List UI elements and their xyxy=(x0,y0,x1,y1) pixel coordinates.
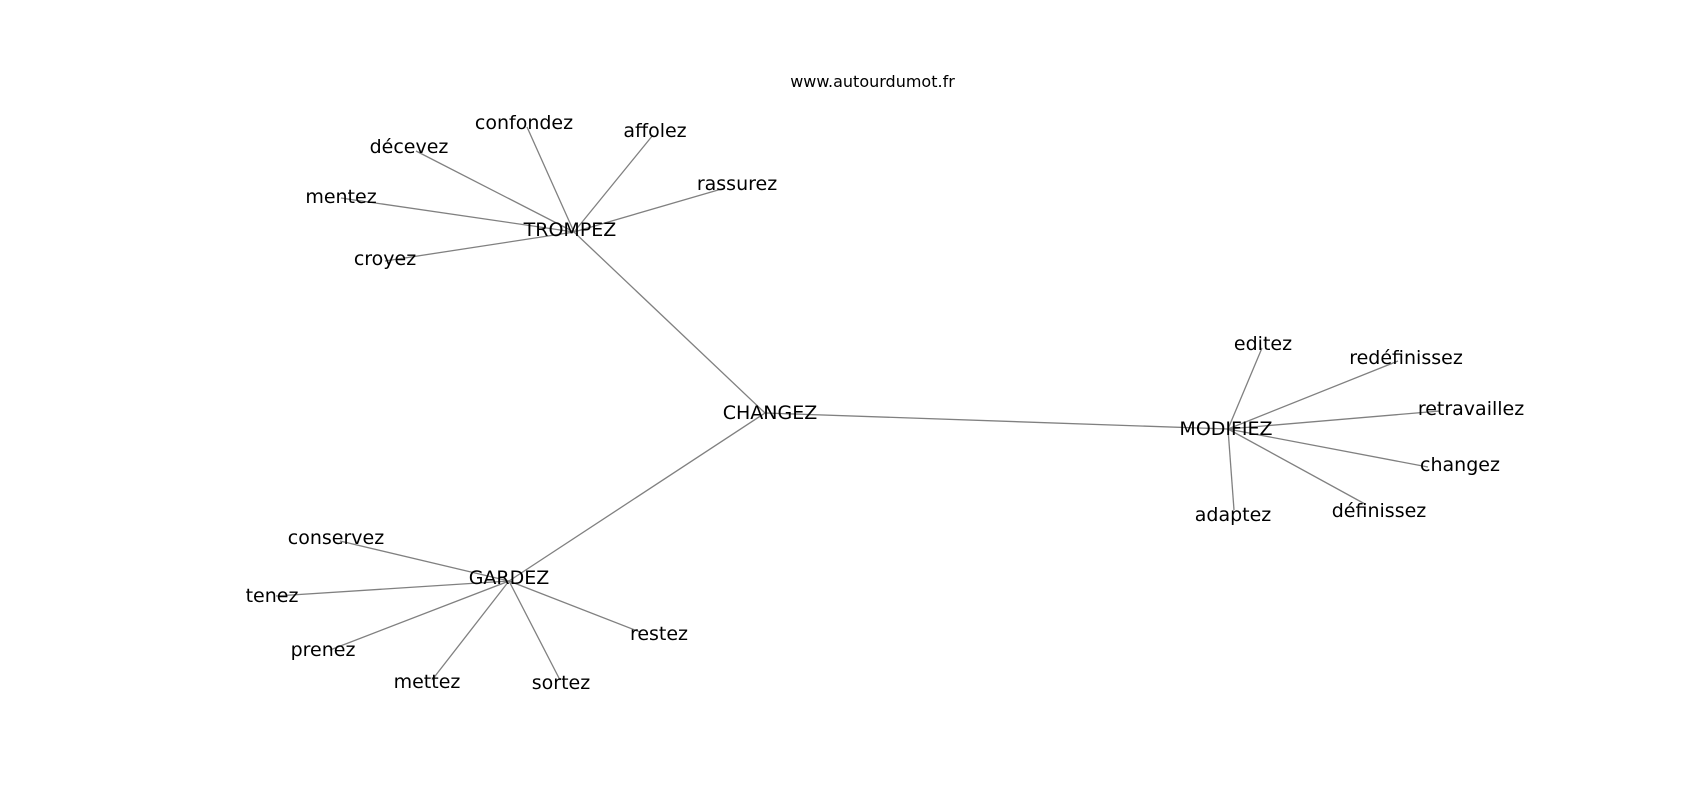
node-leaf-rassurez: rassurez xyxy=(697,173,777,195)
edge-gardez-tenez xyxy=(275,580,510,597)
node-leaf-editez: editez xyxy=(1234,333,1292,355)
node-hub-modifiez: MODIFIEZ xyxy=(1179,418,1272,440)
edge-trompez-decevez xyxy=(415,150,575,233)
edge-trompez-confondez xyxy=(526,126,575,233)
node-leaf-retravaillez: retravaillez xyxy=(1418,398,1524,420)
edge-trompez-mentez xyxy=(340,197,575,233)
edge-changez-gardez xyxy=(508,412,766,582)
node-hub-gardez: GARDEZ xyxy=(469,567,550,589)
node-leaf-affolez: affolez xyxy=(623,120,686,142)
node-leaf-croyez: croyez xyxy=(354,248,416,270)
labels-layer: CHANGEZ TROMPEZ confondez affolez décevez ras… xyxy=(246,112,1525,694)
edge-gardez-conservez xyxy=(339,540,510,582)
node-hub-trompez: TROMPEZ xyxy=(523,219,617,241)
node-leaf-sortez: sortez xyxy=(532,672,590,694)
edge-gardez-sortez xyxy=(508,580,561,681)
edge-changez-trompez xyxy=(573,231,766,414)
node-leaf-adaptez: adaptez xyxy=(1195,504,1272,526)
edge-modifiez-changez xyxy=(1227,428,1429,468)
node-leaf-changez: changez xyxy=(1420,454,1500,476)
edge-changez-modifiez xyxy=(764,412,1229,430)
node-leaf-confondez: confondez xyxy=(475,112,573,134)
edge-gardez-restez xyxy=(508,580,641,633)
edge-modifiez-adaptez xyxy=(1227,428,1235,511)
edge-trompez-croyez xyxy=(384,231,575,262)
edge-gardez-prenez xyxy=(329,580,510,651)
edge-modifiez-editez xyxy=(1227,347,1263,430)
node-leaf-restez: restez xyxy=(630,623,688,645)
watermark: www.autourdumot.fr xyxy=(790,72,955,91)
edge-modifiez-retravaillez xyxy=(1227,410,1441,430)
node-leaf-prenez: prenez xyxy=(291,639,356,661)
node-leaf-tenez: tenez xyxy=(246,585,299,607)
edge-trompez-rassurez xyxy=(573,187,726,233)
edge-gardez-mettez xyxy=(431,580,510,681)
edges-layer xyxy=(275,126,1441,681)
node-leaf-mentez: mentez xyxy=(305,186,376,208)
node-leaf-conservez: conservez xyxy=(288,527,384,549)
edge-modifiez-definissez xyxy=(1227,428,1366,505)
edge-trompez-affolez xyxy=(573,134,654,233)
node-leaf-redefinissez: redéfinissez xyxy=(1349,347,1463,369)
node-leaf-mettez: mettez xyxy=(394,671,461,693)
node-leaf-decevez: décevez xyxy=(370,136,449,158)
node-leaf-definissez: définissez xyxy=(1332,500,1427,522)
edge-modifiez-redefinissez xyxy=(1227,360,1399,430)
node-center-changez: CHANGEZ xyxy=(723,402,818,424)
